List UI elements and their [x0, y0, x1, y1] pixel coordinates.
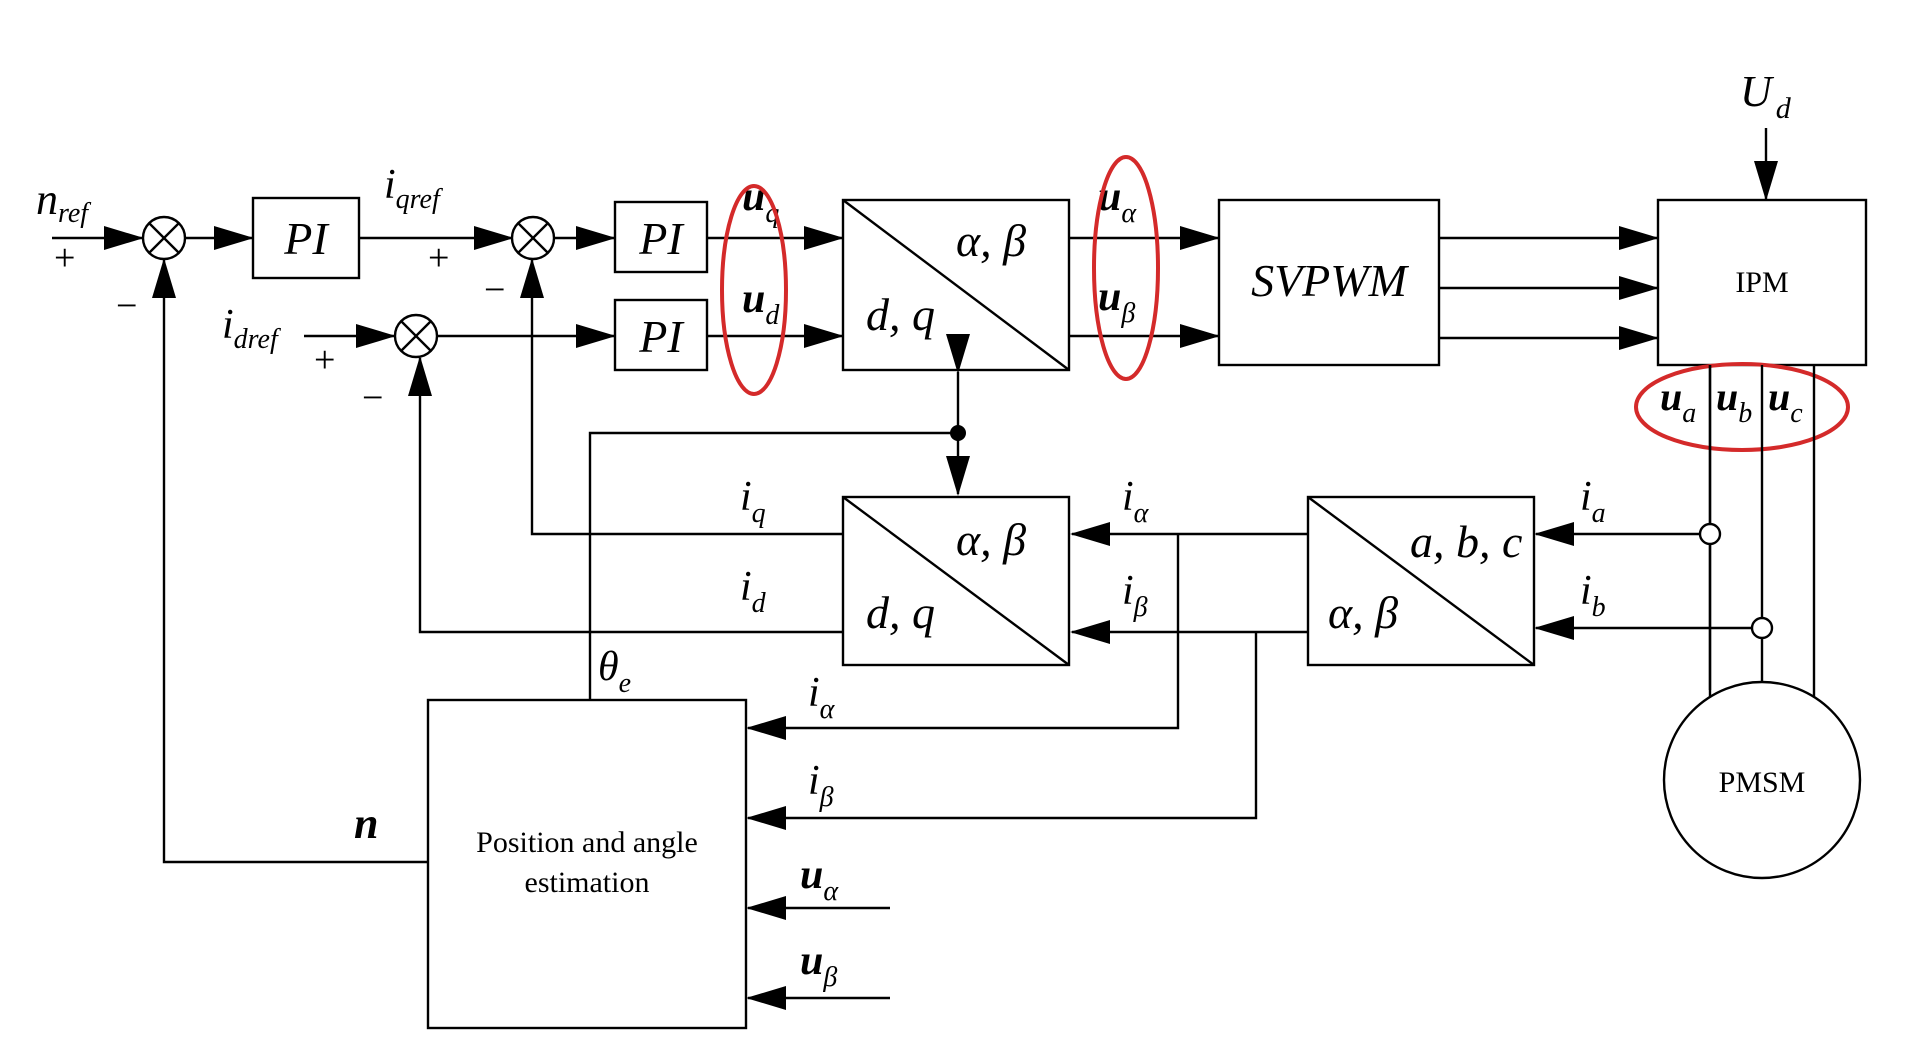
est-ibeta-label: iβ — [808, 758, 834, 813]
pi-q-label: PI — [638, 213, 685, 264]
ualpha-ubeta-highlight — [1092, 155, 1160, 381]
park-d-q: d, q — [866, 587, 935, 638]
speed-summing-junction — [141, 215, 187, 261]
uq-label: uq — [742, 174, 779, 229]
d-current-summing-junction — [393, 313, 439, 359]
ua-label: ua — [1660, 374, 1696, 429]
iqref-plus-sign: + — [428, 237, 449, 279]
ia-sensor — [1698, 522, 1722, 546]
nref-plus-sign: + — [54, 237, 75, 279]
ia-label: ia — [1580, 474, 1606, 529]
pi-d-label: PI — [638, 311, 685, 362]
est-ubeta-label: uβ — [800, 938, 837, 993]
estimator-line2: estimation — [525, 866, 650, 899]
ud-label: ud — [742, 276, 780, 331]
uabc-highlight — [1634, 362, 1850, 452]
inv-park-d-q: d, q — [866, 289, 935, 340]
ib-sensor — [1750, 616, 1774, 640]
clarke-alpha-beta: α, β — [1328, 587, 1398, 638]
ipm-label: IPM — [1735, 266, 1788, 299]
ubeta-label: uβ — [1098, 274, 1135, 329]
est-ualpha-label: uα — [800, 852, 839, 907]
speed-feedback-n-label: n — [354, 799, 378, 848]
q-minus-sign: − — [484, 269, 505, 311]
clarke-abc: a, b, c — [1410, 516, 1522, 567]
pmsm-motor — [1662, 680, 1862, 880]
park-alpha-beta: α, β — [956, 514, 1026, 565]
q-current-summing-junction — [510, 215, 556, 261]
svpwm-block — [1217, 198, 1441, 367]
pi-speed-block — [251, 196, 361, 280]
id-label: id — [740, 564, 767, 619]
inv-park-alpha-beta: α, β — [956, 215, 1026, 266]
theta-label: θe — [598, 644, 631, 699]
idref-label: idref — [222, 302, 281, 355]
uc-label: uc — [1768, 374, 1803, 429]
ialpha-label: iα — [1122, 474, 1150, 529]
speed-minus-sign: − — [116, 285, 137, 327]
pmsm-label: PMSM — [1719, 766, 1806, 799]
pi-d-block — [613, 298, 709, 372]
est-ialpha-label: iα — [808, 670, 836, 725]
d-minus-sign: − — [362, 377, 383, 419]
ipm-block — [1656, 198, 1868, 367]
ib-label: ib — [1580, 568, 1606, 623]
uq-ud-highlight — [720, 184, 788, 396]
nref-label: nref — [36, 175, 91, 229]
position-angle-estimator-block — [426, 698, 748, 1030]
idref-plus-sign: + — [314, 339, 335, 381]
ub-label: ub — [1716, 374, 1752, 429]
svpwm-label: SVPWM — [1251, 255, 1410, 306]
estimator-line1: Position and angle — [476, 826, 698, 859]
iq-label: iq — [740, 474, 766, 529]
iqref-label: iqref — [384, 162, 443, 215]
ibeta-label: iβ — [1122, 568, 1148, 623]
pi-speed-label: PI — [283, 213, 330, 264]
